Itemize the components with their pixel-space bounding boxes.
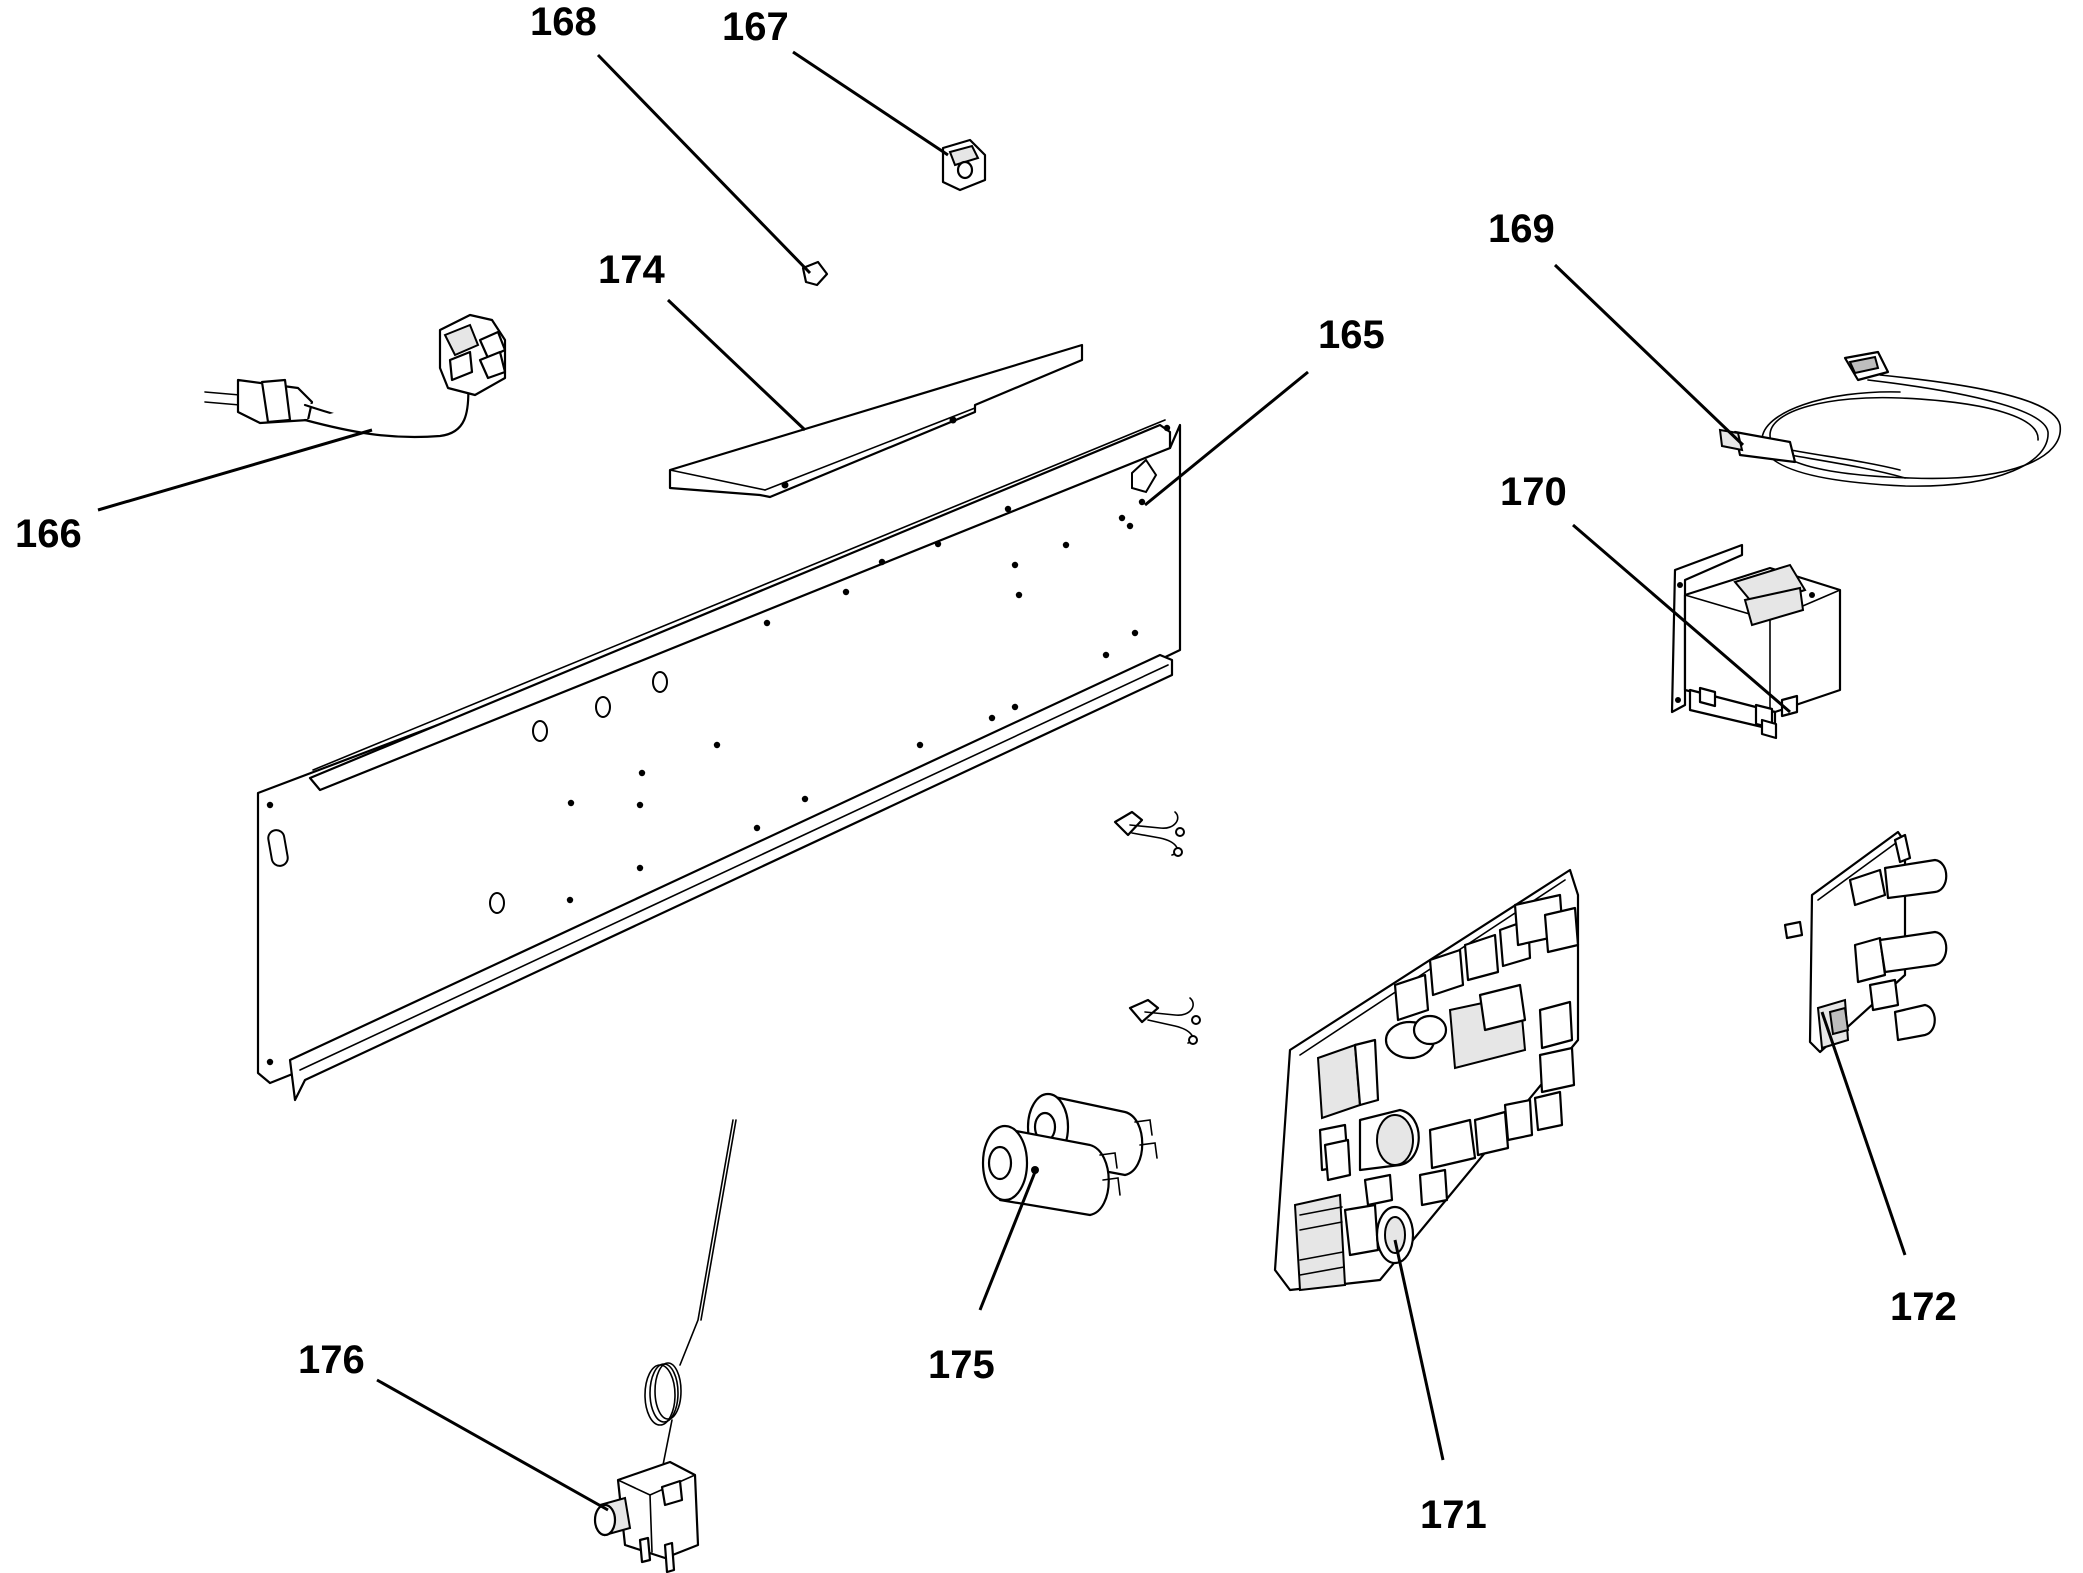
part-175-capacitors bbox=[981, 1092, 1158, 1217]
leader-172 bbox=[1820, 1011, 1907, 1256]
part-169-wire-harness bbox=[1718, 350, 2061, 487]
leader-167 bbox=[792, 50, 949, 157]
callout-172: 172 bbox=[1890, 1285, 1957, 1329]
callout-171: 171 bbox=[1420, 1493, 1487, 1537]
part-176-thermostat bbox=[593, 1119, 737, 1573]
callout-168: 168 bbox=[530, 0, 597, 44]
part-171-control-board bbox=[1273, 868, 1580, 1292]
callout-175: 175 bbox=[928, 1343, 995, 1387]
leader-168 bbox=[596, 53, 812, 275]
callout-167: 167 bbox=[722, 5, 789, 49]
cable-clip-lower bbox=[1128, 997, 1201, 1045]
callout-166: 166 bbox=[15, 512, 82, 556]
leader-170 bbox=[1572, 523, 1791, 714]
part-174-cover-plate bbox=[668, 343, 1084, 499]
callout-176: 176 bbox=[298, 1338, 365, 1382]
leader-176 bbox=[376, 1378, 609, 1512]
leader-169 bbox=[1553, 263, 1745, 447]
leader-175 bbox=[978, 1171, 1037, 1311]
part-167-switch bbox=[941, 138, 987, 192]
callout-169: 169 bbox=[1488, 207, 1555, 251]
leader-166 bbox=[97, 428, 373, 512]
leader-174 bbox=[666, 298, 807, 432]
cable-clip-upper bbox=[1113, 810, 1185, 857]
callout-170: 170 bbox=[1500, 470, 1567, 514]
part-170-transformer bbox=[1670, 543, 1842, 740]
leader-165 bbox=[1144, 370, 1309, 507]
callout-165: 165 bbox=[1318, 313, 1385, 357]
callout-labels: 165 166 167 168 169 170 171 172 174 175 … bbox=[15, 0, 1957, 1537]
part-168-clip bbox=[801, 260, 829, 287]
callout-174: 174 bbox=[598, 248, 665, 292]
leader-lines bbox=[97, 50, 1907, 1512]
part-172-relay-board bbox=[1783, 830, 1948, 1054]
part-166-power-cord bbox=[204, 313, 507, 439]
leader-171 bbox=[1393, 1239, 1445, 1461]
part-165-back-panel bbox=[256, 419, 1182, 1102]
